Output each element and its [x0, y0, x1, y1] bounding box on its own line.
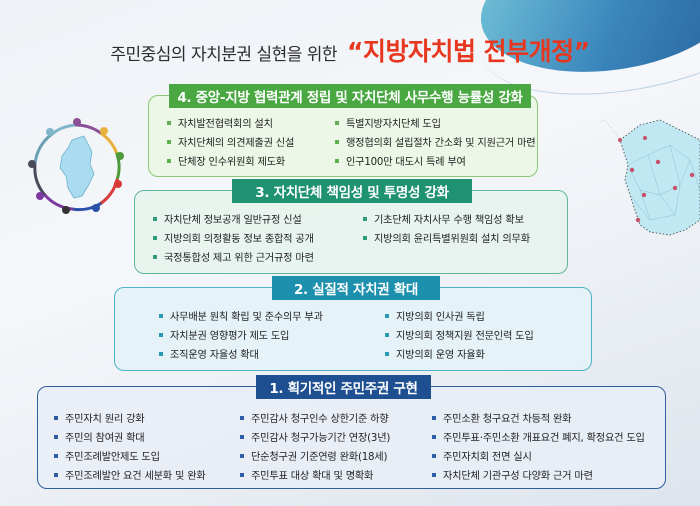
- page-subtitle: 주민중심의 자치분권 실현을 위한: [110, 45, 338, 65]
- bullet-icon: [153, 217, 157, 221]
- list-item: 주민의 참여권 확대: [54, 429, 240, 448]
- bullet-icon: [159, 333, 163, 337]
- bullet-icon: [432, 435, 436, 439]
- bullet-icon: [432, 416, 436, 420]
- bullet-icon: [432, 473, 436, 477]
- list-item: 행정협의회 설립절차 간소화 및 지원근거 마련: [335, 134, 536, 153]
- list-item: 주민자치 원리 강화: [54, 410, 240, 429]
- list-item: 지방의회 인사권 독립: [385, 308, 534, 327]
- section-1-title: 1. 획기적인 주민주권 구현: [256, 375, 431, 399]
- list-item: 단체장 인수위원회 제도화: [167, 153, 335, 172]
- list-item: 인구100만 대도시 특례 부여: [335, 153, 535, 172]
- section-3-column-2: 기초단체 자치사무 수행 책임성 확보 지방의회 윤리특별위원회 설치 의무화: [363, 211, 530, 268]
- bullet-icon: [153, 236, 157, 240]
- bullet-icon: [335, 140, 339, 144]
- list-item: 지방의회 정책지원 전문인력 도입: [385, 327, 534, 346]
- bullet-icon: [240, 454, 244, 458]
- section-3-column-1: 자치단체 정보공개 일반규정 신설 지방의회 의정활동 정보 종합적 공개 국정…: [153, 211, 363, 268]
- bullet-icon: [385, 352, 389, 356]
- list-item: 주민감사 청구가능기간 연장(3년): [240, 429, 432, 448]
- list-item: 주민투표·주민소환 개표요건 폐지, 확정요건 도입: [432, 429, 645, 448]
- page-title-main: “지방자치법 전부개정”: [347, 37, 590, 66]
- bullet-icon: [159, 352, 163, 356]
- bullet-icon: [153, 255, 157, 259]
- bullet-icon: [167, 140, 171, 144]
- list-item: 지방의회 윤리특별위원회 설치 의무화: [363, 230, 530, 249]
- section-3-title: 3. 자치단체 책임성 및 투명성 강화: [232, 179, 472, 203]
- bullet-icon: [385, 333, 389, 337]
- section-1-box: 1. 획기적인 주민주권 구현 주민자치 원리 강화 주민의 참여권 확대 주민…: [37, 375, 666, 489]
- section-4-box: 4. 중앙-지방 협력관계 정립 및 자치단체 사무수행 능률성 강화 자치발전…: [148, 84, 538, 177]
- list-item: 자치분권 영향평가 제도 도입: [159, 327, 385, 346]
- section-4-column-2: 특별지방자치단체 도입 행정협의회 설립절차 간소화 및 지원근거 마련 인구1…: [335, 115, 536, 172]
- list-item: 기초단체 자치사무 수행 책임성 확보: [363, 211, 530, 230]
- bullet-icon: [167, 121, 171, 125]
- list-item: 지방의회 운영 자율화: [385, 346, 534, 365]
- section-4-title: 4. 중앙-지방 협력관계 정립 및 자치단체 사무수행 능률성 강화: [169, 84, 531, 108]
- bullet-icon: [54, 454, 58, 458]
- list-item: 주민조례발안제도 도입: [54, 448, 240, 467]
- bullet-icon: [54, 473, 58, 477]
- section-2-box: 2. 실질적 자치권 확대 사무배분 원칙 확립 및 준수의무 부과 자치분권 …: [114, 276, 592, 371]
- section-2-column-2: 지방의회 인사권 독립 지방의회 정책지원 전문인력 도입 지방의회 운영 자율…: [385, 308, 534, 365]
- bullet-icon: [335, 121, 339, 125]
- bullet-icon: [432, 454, 436, 458]
- page-title: 주민중심의 자치분권 실현을 위한 “지방자치법 전부개정”: [0, 32, 700, 68]
- bullet-icon: [240, 416, 244, 420]
- bullet-icon: [167, 159, 171, 163]
- list-item: 단순청구권 기준연령 완화(18세): [240, 448, 432, 467]
- bullet-icon: [363, 236, 367, 240]
- korea-network-map-icon: [579, 100, 700, 260]
- bullet-icon: [240, 473, 244, 477]
- list-item: 특별지방자치단체 도입: [335, 115, 535, 134]
- list-item: 자치발전협력회의 설치: [167, 115, 335, 134]
- list-item: 자치단체 기관구성 다양화 근거 마련: [432, 467, 645, 486]
- section-3-box: 3. 자치단체 책임성 및 투명성 강화 자치단체 정보공개 일반규정 신설 지…: [134, 179, 568, 274]
- section-4-column-1: 자치발전협력회의 설치 자치단체의 의견제출권 신설 단체장 인수위원회 제도화: [167, 115, 335, 172]
- section-1-column-2: 주민감사 청구인수 상한기준 하향 주민감사 청구가능기간 연장(3년) 단순청…: [240, 410, 432, 486]
- section-1-column-3: 주민소환 청구요건 차등적 완화 주민투표·주민소환 개표요건 폐지, 확정요건…: [432, 410, 645, 486]
- bullet-icon: [240, 435, 244, 439]
- bullet-icon: [335, 159, 339, 163]
- list-item: 주민감사 청구인수 상한기준 하향: [240, 410, 432, 429]
- list-item: 주민자치회 전면 실시: [432, 448, 645, 467]
- list-item: 주민조례발안 요건 세분화 및 완화: [54, 467, 240, 486]
- list-item: 자치단체의 의견제출권 신설: [167, 134, 335, 153]
- list-item: 주민소환 청구요건 차등적 완화: [432, 410, 645, 429]
- list-item: 지방의회 의정활동 정보 종합적 공개: [153, 230, 363, 249]
- list-item: 주민투표 대상 확대 및 명확화: [240, 467, 432, 486]
- bullet-icon: [54, 435, 58, 439]
- list-item: 조직운영 자율성 확대: [159, 346, 385, 365]
- section-1-column-1: 주민자치 원리 강화 주민의 참여권 확대 주민조례발안제도 도입 주민조례발안…: [54, 410, 240, 486]
- list-item: 국정통합성 제고 위한 근거규정 마련: [153, 249, 363, 268]
- list-item: 사무배분 원칙 확립 및 준수의무 부과: [159, 308, 385, 327]
- section-2-title: 2. 실질적 자치권 확대: [272, 276, 440, 300]
- bullet-icon: [385, 314, 389, 318]
- list-item: 자치단체 정보공개 일반규정 신설: [153, 211, 363, 230]
- people-circle-around-korea-map-icon: [22, 112, 132, 222]
- section-2-column-1: 사무배분 원칙 확립 및 준수의무 부과 자치분권 영향평가 제도 도입 조직운…: [159, 308, 385, 365]
- bullet-icon: [54, 416, 58, 420]
- bullet-icon: [159, 314, 163, 318]
- bullet-icon: [363, 217, 367, 221]
